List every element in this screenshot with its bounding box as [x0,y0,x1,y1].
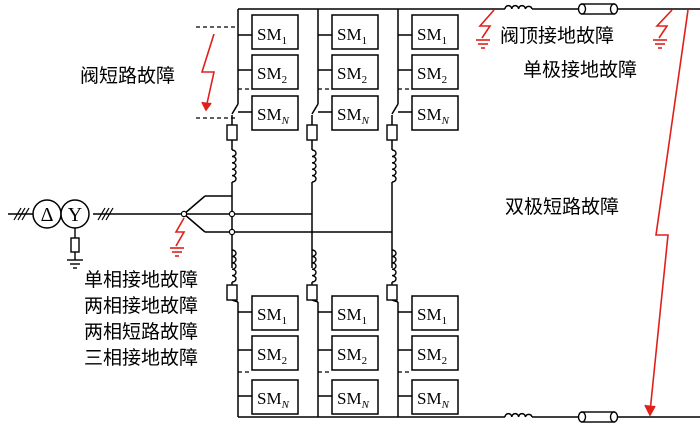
fault-bipolar-short-bolt [644,9,689,417]
fault-valve-top-ground-bolt [476,9,495,49]
sm-label-a-upper-n: SMN [257,105,290,127]
dc-cable-top [577,3,619,15]
sm-label-b-lower-n: SMN [337,389,370,411]
label-single-pole-ground-fault: 单极接地故障 [523,59,637,81]
sm-label-c-lower-n: SMN [417,389,450,411]
sm-labels: SM1 SM2 SMN SM1 SM2 SMN SM1 SM2 SMN SM1 … [257,25,450,411]
sm-label-b-lower-1: SM1 [337,305,367,327]
sm-label-b-upper-2: SM2 [337,64,367,86]
label-two-phase-ground-fault: 两相接地故障 [84,295,198,317]
submodules [251,14,459,415]
arm-reactors [231,149,397,283]
ac-feeders [8,195,392,233]
sm-ellipsis-dashes [196,26,412,373]
sm-label-c-upper-n: SMN [417,105,450,127]
label-bipolar-short-fault: 双极短路故障 [505,196,619,218]
sm-label-c-upper-1: SM1 [417,25,447,47]
label-three-phase-ground-fault: 三相接地故障 [84,347,198,369]
label-valve-short-fault: 阀短路故障 [80,65,175,87]
arm-resistors [226,124,398,301]
sm-label-a-lower-n: SMN [257,389,290,411]
transformer-wye-symbol: Y [68,204,82,226]
three-phase-ticks [13,207,114,221]
fault-valve-short-bolt [200,33,215,112]
sm-label-b-lower-2: SM2 [337,345,367,367]
dc-buses [238,8,700,418]
sm-label-c-lower-2: SM2 [417,345,447,367]
label-single-phase-ground-fault: 单相接地故障 [84,269,198,291]
phase-legs [231,9,412,417]
sm-label-a-upper-1: SM1 [257,25,287,47]
sm-label-c-lower-1: SM1 [417,305,447,327]
transformer-delta-symbol: Δ [41,204,54,226]
sm-label-a-lower-2: SM2 [257,345,287,367]
arm-reactor-links [231,282,393,285]
sm-label-a-upper-2: SM2 [257,64,287,86]
sm-label-b-upper-n: SMN [337,105,370,127]
sm-label-b-upper-1: SM1 [337,25,367,47]
dc-reactor-top [504,4,533,10]
sm-label-a-lower-1: SM1 [257,305,287,327]
dc-reactor-bottom [504,412,533,418]
label-two-phase-short-fault: 两相短路故障 [84,321,198,343]
sm-label-c-upper-2: SM2 [417,64,447,86]
ac-junctions [180,210,236,236]
transformer: Δ Y [32,199,90,229]
label-valve-top-ground-fault: 阀顶接地故障 [500,25,614,47]
fault-single-pole-ground-bolt [653,9,673,49]
fault-ac-ground-bolt [170,217,186,257]
transformer-ground [67,228,83,269]
dc-cable-bottom [577,411,619,423]
